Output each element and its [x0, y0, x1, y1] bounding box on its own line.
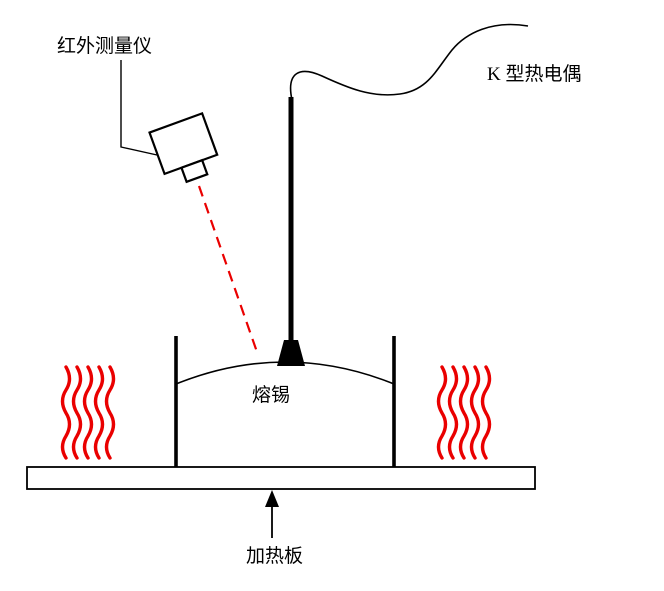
infrared-beam: [197, 185, 259, 353]
molten-tin-label: 熔锡: [252, 384, 290, 406]
thermocouple-label: K 型热电偶: [487, 63, 581, 85]
infrared-meter-device: [148, 111, 219, 184]
infrared-meter-body: [148, 111, 219, 176]
heat-wave-line: [71, 365, 83, 460]
heating-plate: [26, 466, 536, 490]
heat-wave-line: [82, 365, 94, 460]
thermocouple-tip: [277, 340, 305, 366]
heating-plate-label: 加热板: [246, 545, 303, 567]
infrared-meter-label: 红外测量仪: [57, 35, 152, 57]
heat-wave-line: [469, 365, 481, 460]
heat-wave-line: [458, 365, 470, 460]
heat-wave-line: [93, 365, 105, 460]
heat-wave-line: [104, 365, 116, 460]
heat-wave-line: [480, 365, 492, 460]
thermocouple-wire: [289, 23, 529, 101]
heat-waves-right: [436, 365, 492, 460]
heat-wave-line: [60, 365, 72, 460]
heating-plate-arrowhead: [265, 490, 279, 507]
heat-wave-line: [447, 365, 459, 460]
heat-waves-left: [60, 365, 116, 460]
heat-wave-line: [436, 365, 448, 460]
infrared-label-leader-line: [120, 60, 158, 156]
infrared-meter-nozzle: [180, 158, 209, 184]
